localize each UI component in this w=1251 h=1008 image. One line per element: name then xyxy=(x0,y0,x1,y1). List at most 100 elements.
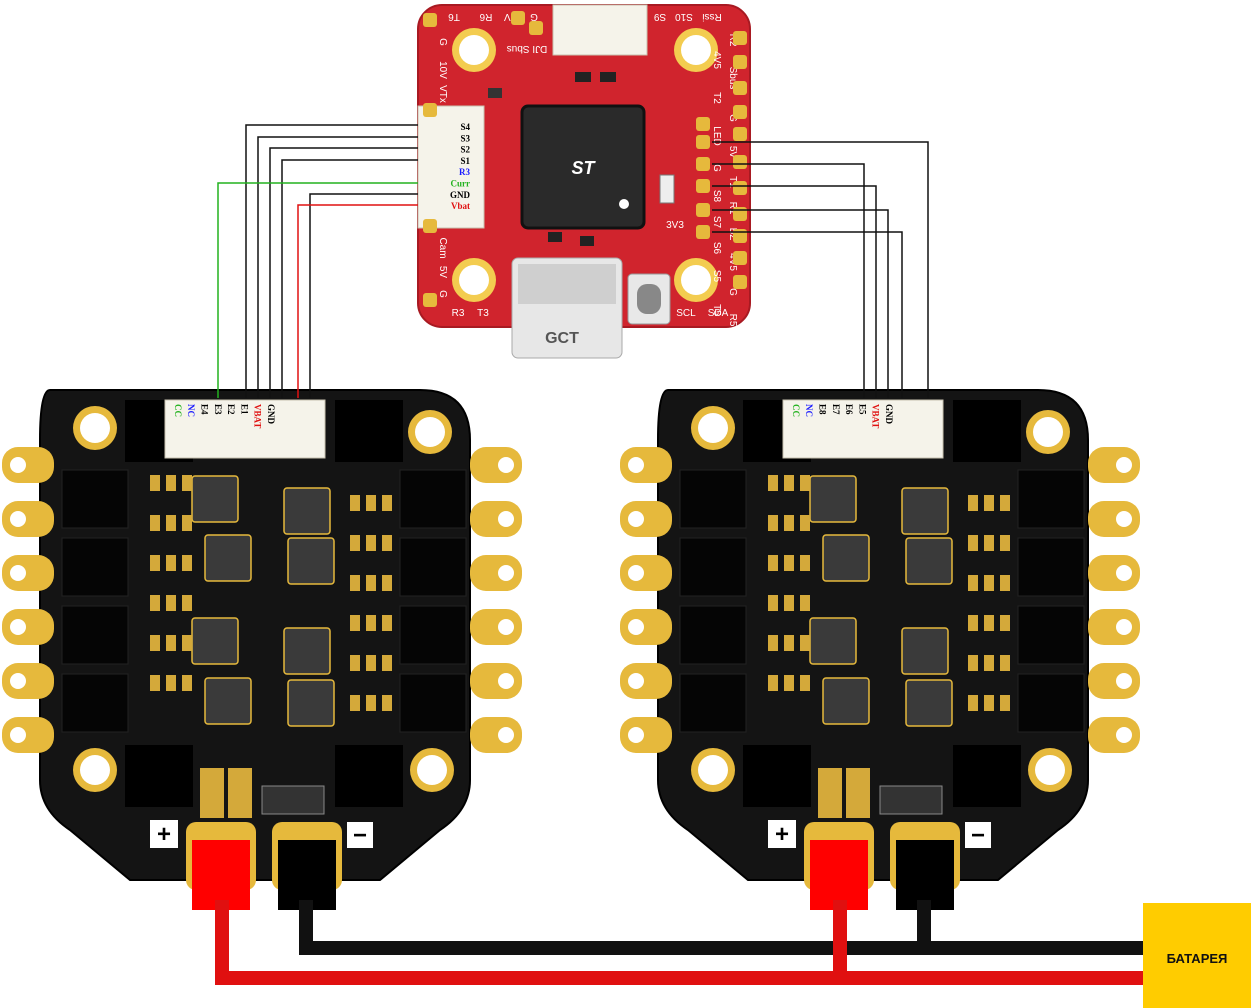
esc-chip xyxy=(204,677,252,725)
esc-chip xyxy=(901,627,949,675)
fc-pin-label: Curr xyxy=(451,179,471,189)
esc-motor-pad xyxy=(620,447,672,483)
esc-chip xyxy=(191,617,239,665)
esc-motor-pad xyxy=(1088,717,1140,753)
fc-pin-label: S2 xyxy=(460,145,470,155)
esc-pin-label: CC xyxy=(173,404,183,417)
esc-motor-pad xyxy=(620,717,672,753)
esc-pin-label: VBAT xyxy=(253,404,263,428)
signal-wire xyxy=(712,185,877,398)
fc-solder-pad xyxy=(696,157,710,171)
esc-motor-pad xyxy=(620,663,672,699)
fc-solder-pad xyxy=(733,31,747,45)
fc-silk-label: S6 xyxy=(711,242,722,255)
fc-solder-pad xyxy=(696,203,710,217)
signal-wire xyxy=(712,231,903,398)
fc-solder-pad xyxy=(733,155,747,169)
esc-motor-pad xyxy=(2,447,54,483)
minus-label: − xyxy=(971,822,985,849)
esc-motor-pad xyxy=(470,663,522,699)
fc-solder-pad xyxy=(733,275,747,289)
fc-silk-label: 5V xyxy=(504,11,517,22)
fc-silk-label: SDA xyxy=(708,308,729,319)
esc-pin-label: E1 xyxy=(239,404,249,415)
fc-pin-label: Vbat xyxy=(451,201,470,211)
esc-motor-pad xyxy=(2,717,54,753)
fc-solder-pad xyxy=(529,21,543,35)
minus-label: − xyxy=(353,822,367,849)
esc-pin-label: E7 xyxy=(831,404,841,415)
fc-silk-label: T6 xyxy=(448,11,460,22)
esc-pin-label: GND xyxy=(884,404,894,425)
esc-motor-pad xyxy=(2,609,54,645)
esc-chip xyxy=(809,617,857,665)
fc-pin-label: S4 xyxy=(460,122,470,132)
signal-wire xyxy=(281,159,418,398)
battery-label: БАТАРЕЯ xyxy=(1167,951,1228,966)
fc-solder-pad xyxy=(733,105,747,119)
vbat-wire xyxy=(297,204,418,398)
signal-wire xyxy=(245,124,418,398)
fc-silk-label: R5 xyxy=(727,314,738,327)
fc-solder-pad xyxy=(733,181,747,195)
battery-positive-wire xyxy=(215,900,1143,985)
signal-wire xyxy=(269,147,418,398)
esc-chip xyxy=(905,537,953,585)
fc-silk-label: S9 xyxy=(653,11,666,22)
fc-pin-label: R3 xyxy=(459,167,470,177)
esc-chip xyxy=(204,534,252,582)
fc-solder-pad xyxy=(423,13,437,27)
fc-solder-pad xyxy=(423,293,437,307)
esc-pin-label: VBAT xyxy=(871,404,881,428)
fc-solder-pad xyxy=(733,81,747,95)
esc-pin-label: CC xyxy=(791,404,801,417)
fc-silk-label: Rssi xyxy=(702,11,721,22)
esc-motor-pad xyxy=(2,501,54,537)
fc-solder-pad xyxy=(733,229,747,243)
fc-silk-label: T2 xyxy=(711,92,722,104)
esc-motor-pad xyxy=(470,447,522,483)
fc-silk-label: G xyxy=(711,164,722,172)
fc-silk-label: S5 xyxy=(711,270,722,283)
usb-label: GCT xyxy=(545,330,579,347)
esc-motor-pad xyxy=(620,609,672,645)
fc-silk-label: T3 xyxy=(477,308,489,319)
fc-silk-label: G xyxy=(727,114,738,122)
fc-silk-label: R1 xyxy=(727,202,738,215)
fc-silk-label: 5V xyxy=(727,146,738,159)
esc-pin-label: NC xyxy=(186,404,196,417)
fc-silk-label: Cam xyxy=(437,237,448,258)
esc-chip xyxy=(901,487,949,535)
fc-silk-label: G xyxy=(437,38,448,46)
esc-pin-label: E6 xyxy=(844,404,854,415)
esc-motor-pad xyxy=(470,717,522,753)
current-wire xyxy=(217,182,418,398)
fc-solder-pad xyxy=(696,179,710,193)
esc-chip xyxy=(822,534,870,582)
fc-silk-label: S8 xyxy=(711,190,722,203)
esc-motor-pad xyxy=(470,609,522,645)
esc-chip xyxy=(287,679,335,727)
fc-silk-label: S7 xyxy=(711,216,722,229)
fc-solder-pad xyxy=(423,219,437,233)
signal-wire xyxy=(309,193,418,398)
fc-silk-label: DJI Sbus xyxy=(507,43,548,54)
fc-silk-label: R3 xyxy=(452,308,465,319)
esc-pin-label: GND xyxy=(266,404,276,425)
fc-solder-pad xyxy=(733,207,747,221)
mcu-chip xyxy=(520,104,646,230)
esc-motor-pad xyxy=(620,501,672,537)
esc-chip xyxy=(905,679,953,727)
fc-solder-pad xyxy=(733,55,747,69)
fc-solder-pad xyxy=(733,127,747,141)
esc-chip xyxy=(287,537,335,585)
plus-label: + xyxy=(775,821,789,848)
esc-chip xyxy=(283,627,331,675)
esc-chip xyxy=(191,475,239,523)
fc-silk-label: T5 xyxy=(711,304,722,316)
fc-pin-label: S3 xyxy=(460,133,470,143)
fc-silk-label: T1 xyxy=(727,176,738,188)
